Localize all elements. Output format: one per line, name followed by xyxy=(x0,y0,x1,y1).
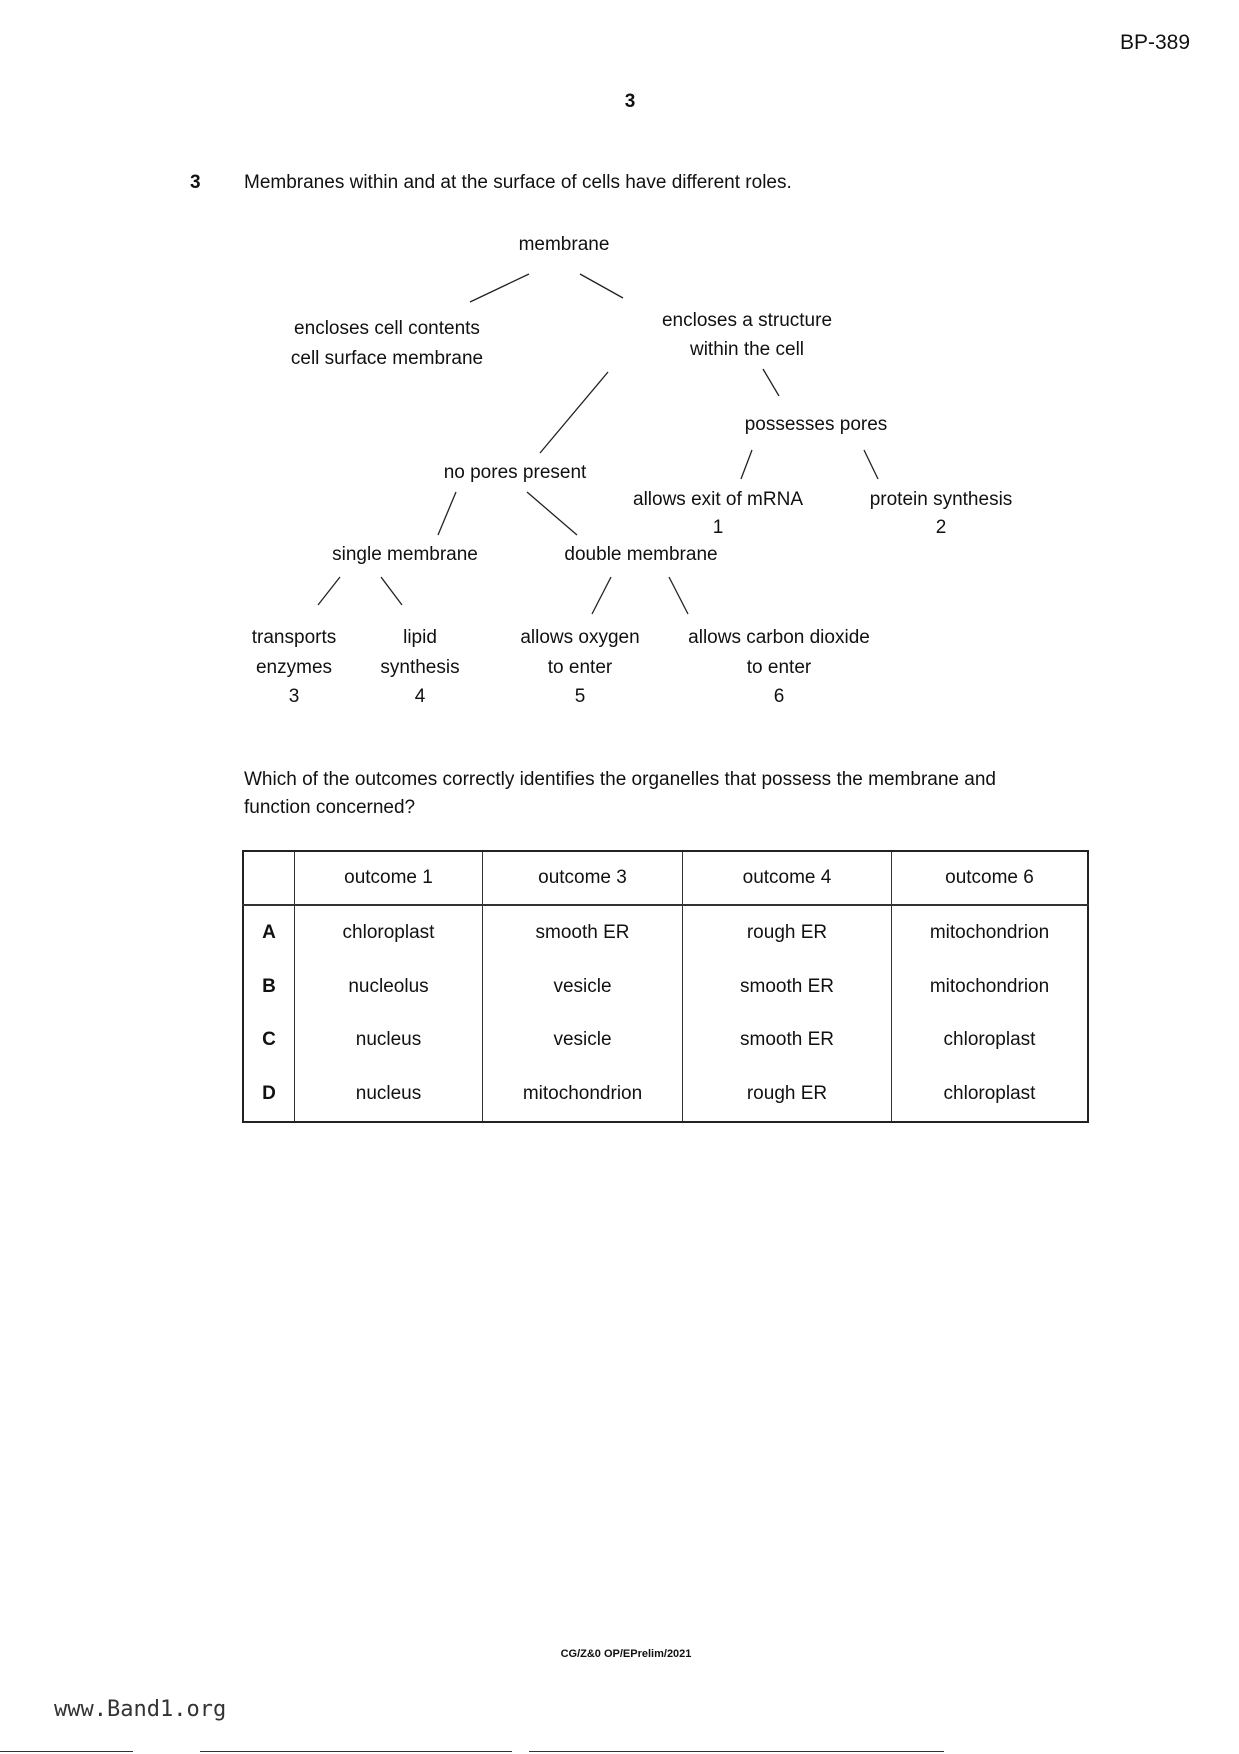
cell: nucleus xyxy=(294,1013,483,1067)
node-co2: to enter xyxy=(746,657,812,678)
answer-table: outcome 1 outcome 3 outcome 4 outcome 6 … xyxy=(242,850,1089,1123)
cell: mitochondrion xyxy=(891,905,1088,961)
option-label: A xyxy=(262,922,276,944)
node-possesses-pores: possesses pores xyxy=(744,414,888,435)
cell: mitochondrion xyxy=(482,1066,683,1122)
header-blank xyxy=(243,851,295,906)
node-no-pores: no pores present xyxy=(443,462,587,483)
node-encloses-structure: encloses a structure xyxy=(661,310,833,331)
column-header: outcome 3 xyxy=(482,851,683,906)
divider xyxy=(200,1751,512,1752)
option-label: D xyxy=(262,1082,276,1104)
option-label: C xyxy=(262,1029,276,1050)
node-transports: enzymes xyxy=(255,657,333,678)
cell: smooth ER xyxy=(682,1013,892,1067)
outcome-number: 2 xyxy=(935,517,947,538)
outcome-number: 1 xyxy=(712,517,724,538)
outcome-number: 5 xyxy=(574,686,586,707)
node-co2: allows carbon dioxide xyxy=(688,627,870,648)
cell: mitochondrion xyxy=(891,960,1088,1014)
cell: nucleus xyxy=(294,1066,483,1122)
question-stem: Membranes within and at the surface of c… xyxy=(244,172,792,193)
question-prompt: Which of the outcomes correctly identifi… xyxy=(244,769,996,790)
cell: nucleolus xyxy=(294,960,483,1014)
question-prompt: function concerned? xyxy=(244,797,416,818)
outcome-number: 6 xyxy=(773,686,785,707)
cell: rough ER xyxy=(682,905,892,961)
cell: chloroplast xyxy=(891,1066,1088,1122)
outcome-number: 3 xyxy=(288,686,300,707)
cell: vesicle xyxy=(482,1013,683,1067)
node-cell-surface: cell surface membrane xyxy=(290,348,484,369)
document-ref: BP-389 xyxy=(1120,31,1191,54)
node-mrna: allows exit of mRNA xyxy=(633,489,803,510)
node-protein: protein synthesis xyxy=(869,489,1013,510)
node-within-cell: within the cell xyxy=(689,339,805,360)
node-oxygen: allows oxygen xyxy=(520,627,640,648)
footer-code: CG/Z&0 OP/EPrelim/2021 xyxy=(560,1648,692,1660)
outcome-number: 4 xyxy=(414,686,426,707)
node-lipid: synthesis xyxy=(380,657,460,678)
watermark: www.Band1.org xyxy=(54,1697,227,1722)
node-double: double membrane xyxy=(564,544,718,565)
option-label: B xyxy=(262,975,276,997)
divider xyxy=(529,1751,944,1752)
divider xyxy=(0,1751,133,1752)
question-number: 3 xyxy=(190,172,201,193)
cell: chloroplast xyxy=(294,905,483,961)
node-transports: transports xyxy=(251,627,337,648)
node-encloses-cell: encloses cell contents xyxy=(294,318,480,339)
cell: vesicle xyxy=(482,960,683,1014)
cell: rough ER xyxy=(682,1066,892,1122)
node-single: single membrane xyxy=(332,544,478,565)
cell: chloroplast xyxy=(891,1013,1088,1067)
node-membrane: membrane xyxy=(518,234,610,255)
page-number: 3 xyxy=(624,91,636,112)
column-header: outcome 4 xyxy=(682,851,892,906)
node-oxygen: to enter xyxy=(547,657,613,678)
cell: smooth ER xyxy=(482,905,683,961)
column-header: outcome 6 xyxy=(891,851,1088,906)
tree-connectors xyxy=(317,273,879,615)
cell: smooth ER xyxy=(682,960,892,1014)
node-lipid: lipid xyxy=(403,627,437,648)
column-header: outcome 1 xyxy=(294,851,483,906)
